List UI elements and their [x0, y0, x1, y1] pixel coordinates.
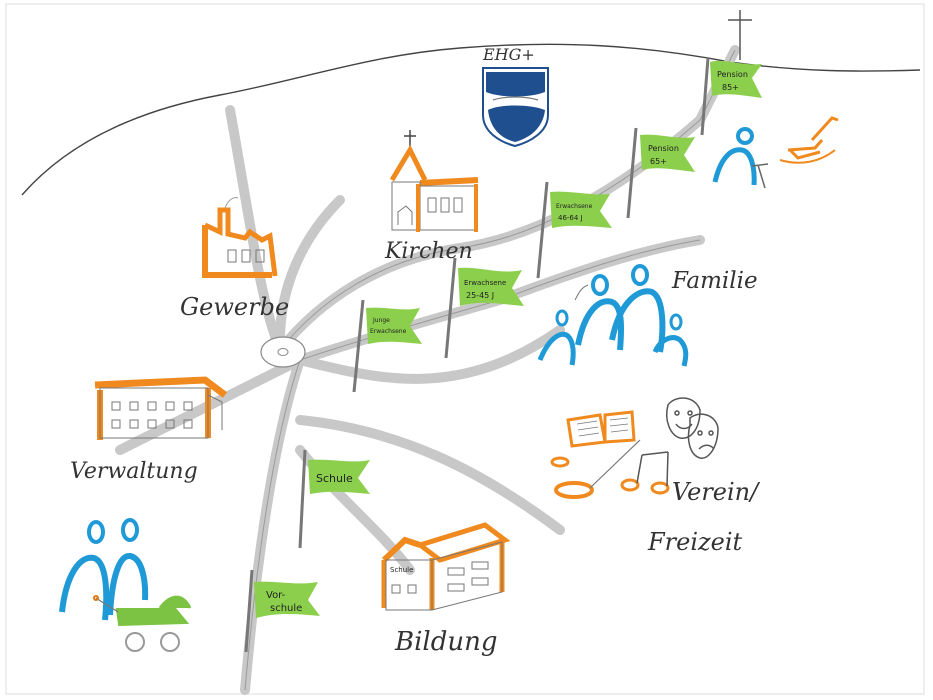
crest-label: EHG+ — [482, 45, 535, 64]
verein-label: Verein/ — [672, 478, 761, 506]
flag-erw2545-line2: 25-45 J — [466, 291, 494, 300]
rocking-chair-icon — [779, 116, 839, 164]
flag-vorschule: Vor- schule — [244, 569, 320, 653]
flag-erw4664-line1: Erwachsene — [556, 203, 593, 210]
roundabout-center — [277, 348, 289, 356]
church-icon — [389, 130, 479, 232]
flag-erw2545-line1: Erwachsene — [464, 279, 506, 287]
crest-shield-icon — [482, 67, 549, 148]
verwaltung-label: Verwaltung — [70, 459, 198, 484]
school-building-icon — [381, 522, 511, 611]
flag-pension65-line1: Pension — [648, 144, 679, 153]
flag-erw4664-line2: 46-64 J — [558, 214, 583, 222]
flag-erwachsene-25-45: Erwachsene 25-45 J — [444, 257, 524, 359]
flag-schule: Schule — [298, 449, 370, 549]
flag-pension85: Pension 85+ — [700, 57, 762, 136]
flag-pension65: Pension 65+ — [626, 127, 695, 219]
flag-junge-erwachsene: Junge Erwachsene — [352, 299, 422, 393]
open-book-icon — [566, 410, 636, 448]
flag-pension65-line2: 65+ — [650, 157, 667, 166]
flag-junge-line2: Erwachsene — [370, 328, 407, 335]
school-building-sign: Schule — [390, 566, 413, 574]
theater-masks-icon — [666, 397, 719, 459]
flag-erwachsene-46-64: Erwachsene 46-64 J — [536, 181, 612, 279]
kirchen-label: Kirchen — [384, 239, 473, 264]
freizeit-label: Freizeit — [647, 528, 743, 556]
roundabout — [260, 336, 306, 368]
flag-schule-text: Schule — [316, 472, 353, 485]
music-disc-icon — [550, 439, 641, 499]
bildung-label: Bildung — [394, 627, 498, 657]
gewerbe-label: Gewerbe — [180, 293, 289, 321]
flag-vorschule-line1: Vor- — [266, 590, 286, 601]
elderly-person-icon — [712, 127, 769, 189]
flag-pension85-line1: Pension — [717, 70, 748, 79]
factory-icon — [202, 197, 278, 278]
paper-frame — [5, 3, 925, 695]
music-notes-icon — [620, 451, 670, 495]
hill-line — [21, 43, 921, 196]
flag-pension85-line2: 85+ — [722, 83, 739, 92]
cross-icon — [728, 10, 752, 60]
family-icon — [537, 264, 689, 367]
flag-vorschule-line2: schule — [270, 603, 302, 614]
parents-with-stroller-icon — [59, 518, 192, 652]
flag-junge-line1: Junge — [372, 317, 390, 324]
administration-building-icon — [94, 376, 228, 440]
familie-label: Familie — [671, 268, 758, 294]
